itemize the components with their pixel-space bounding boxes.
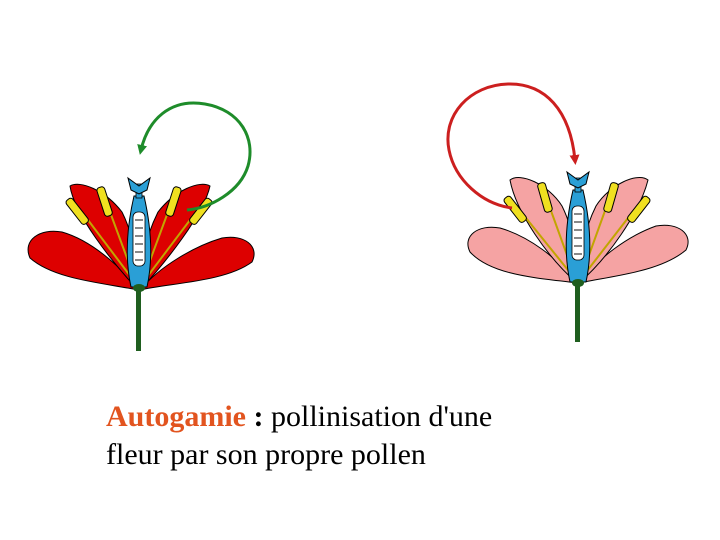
pistil-right xyxy=(565,170,591,283)
stem-left xyxy=(136,285,141,351)
caption-term: Autogamie xyxy=(106,400,246,433)
petal-right-outer-left xyxy=(467,226,579,284)
caption-definition-line2: fleur par son propre pollen xyxy=(106,438,426,471)
red-pollination-arrow-icon xyxy=(446,82,580,210)
autogamy-illustration xyxy=(27,82,689,351)
stem-right xyxy=(575,280,580,342)
green-pollination-arrow-icon xyxy=(137,101,252,212)
stamens-left xyxy=(65,186,213,286)
petal-left-outer-right xyxy=(138,236,255,291)
flower-right xyxy=(467,170,689,342)
petal-right-outer-right xyxy=(577,224,689,284)
flower-left xyxy=(27,176,255,351)
caption-definition-line1: pollinisation d'une xyxy=(263,400,493,433)
pistil-left xyxy=(126,176,152,288)
caption-separator: : xyxy=(245,400,264,433)
petal-left-outer-left xyxy=(27,230,140,291)
caption: Autogamie : pollinisation d'une fleur pa… xyxy=(106,398,666,474)
